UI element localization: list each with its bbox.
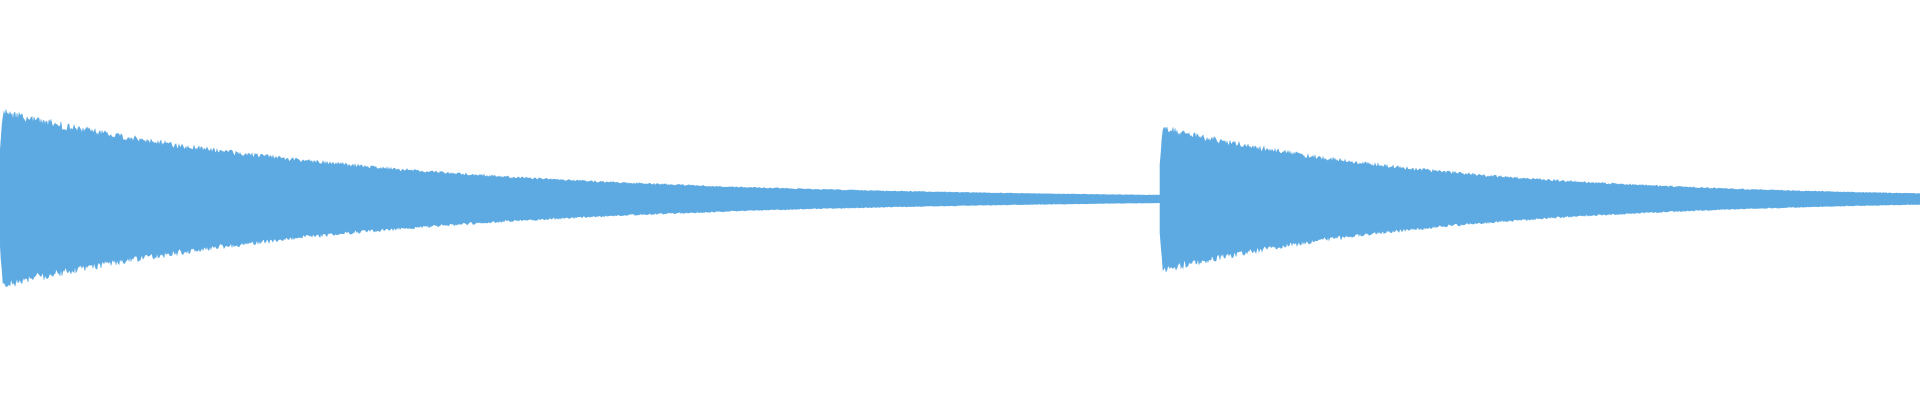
waveform-channel [0,109,1920,288]
waveform-segment-second-decay [1159,126,1920,273]
waveform-segment-first-decay [0,109,1161,288]
